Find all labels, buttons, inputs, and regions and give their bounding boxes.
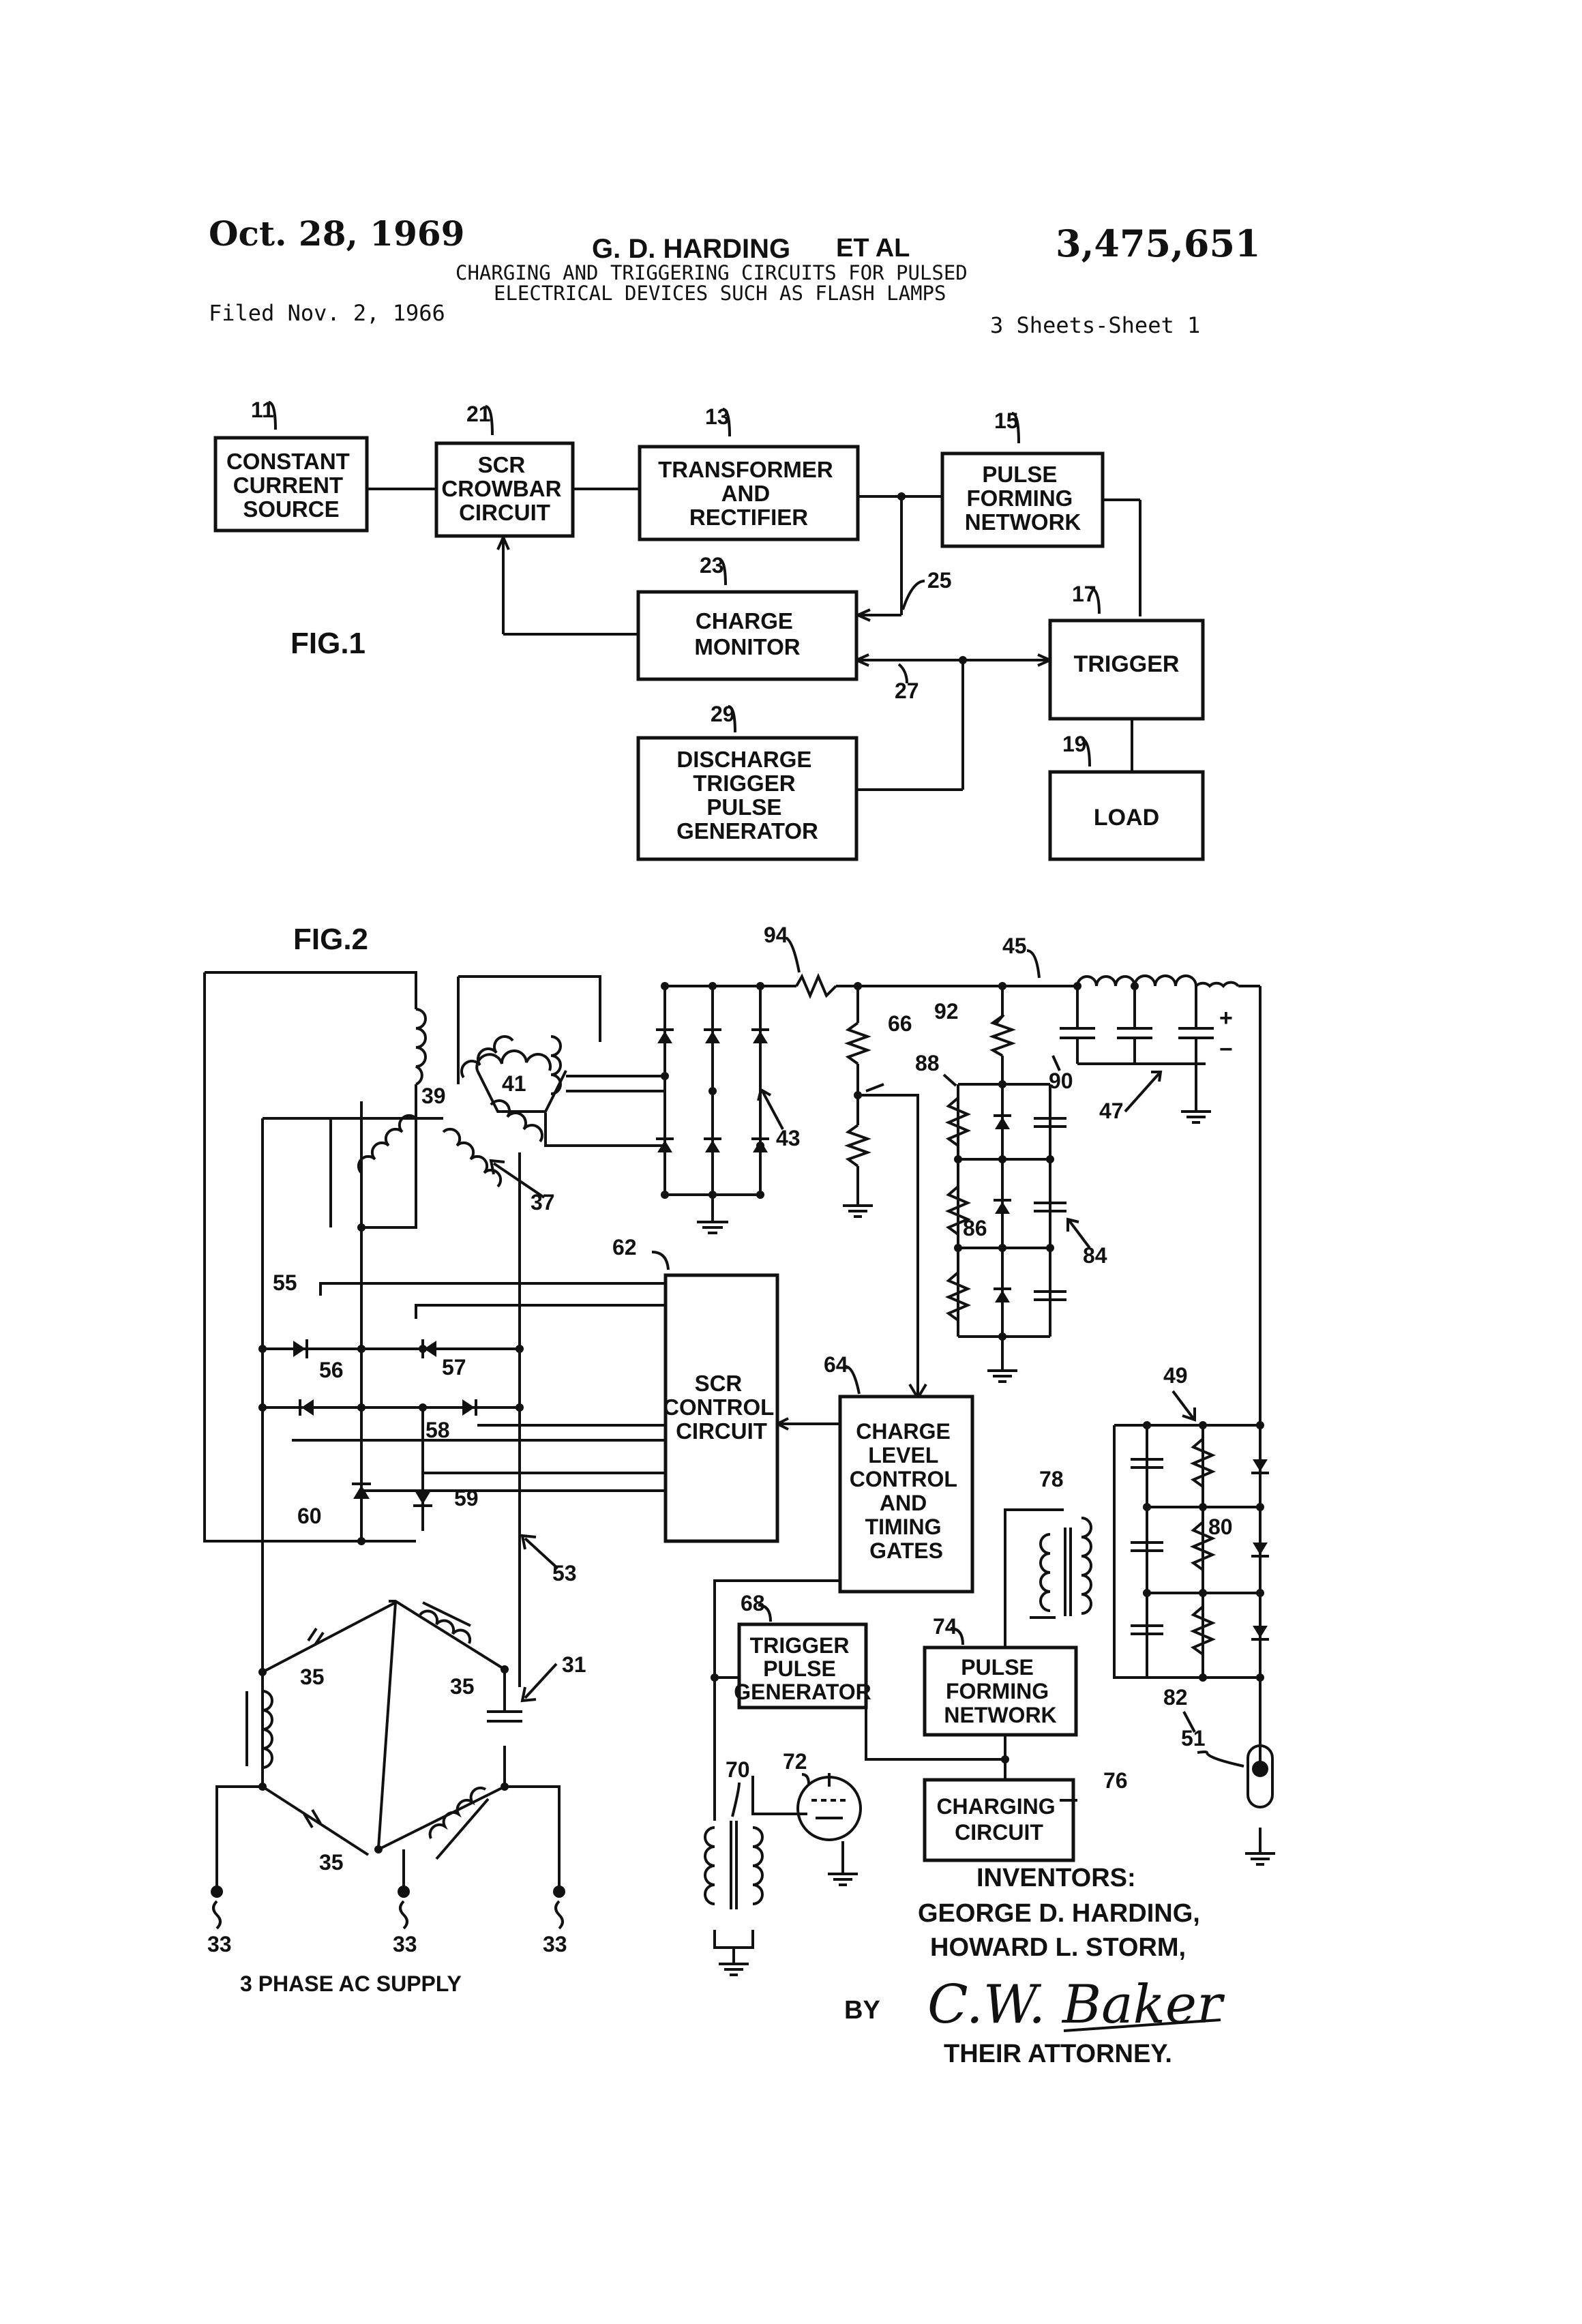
load-label: LOAD — [1094, 805, 1159, 831]
inventor-2: HOWARD L. STORM, — [930, 1933, 1186, 1962]
fig1-label: FIG.1 — [290, 627, 365, 660]
svg-text:78: 78 — [1039, 1467, 1064, 1491]
svg-text:84: 84 — [1083, 1243, 1107, 1268]
inductor-45-b — [1135, 976, 1196, 986]
inventor-name: G. D. HARDING — [592, 234, 790, 264]
svg-text:90: 90 — [1049, 1069, 1073, 1093]
svg-text:57: 57 — [442, 1355, 466, 1380]
inductor-35-top — [420, 1611, 470, 1643]
filed-date: Filed Nov. 2, 1966 — [209, 300, 445, 326]
svg-text:59: 59 — [454, 1486, 479, 1510]
svg-text:58: 58 — [426, 1418, 450, 1442]
patent-date: Oct. 28, 1969 — [209, 213, 464, 254]
fig2-label: FIG.2 — [293, 923, 368, 956]
resistor-66-upper — [848, 1023, 867, 1064]
charge-monitor-label: CHARGE MONITOR — [694, 608, 800, 659]
svg-text:43: 43 — [776, 1126, 801, 1150]
resistor-94 — [796, 977, 836, 996]
svg-text:29: 29 — [711, 702, 735, 726]
svg-text:68: 68 — [741, 1591, 765, 1615]
svg-text:62: 62 — [612, 1235, 637, 1260]
primary-coil-left — [359, 1116, 416, 1173]
svg-text:11: 11 — [251, 398, 274, 422]
discharge-trigger-label: DISCHARGE TRIGGER PULSE GENERATOR — [676, 747, 818, 844]
svg-text:41: 41 — [502, 1071, 526, 1096]
svg-text:37: 37 — [531, 1190, 555, 1215]
resistor-66-lower — [848, 1125, 867, 1166]
svg-text:70: 70 — [726, 1757, 750, 1782]
svg-text:35: 35 — [319, 1850, 344, 1875]
delta-coil-c — [491, 1101, 542, 1142]
svg-text:19: 19 — [1062, 732, 1087, 756]
svg-text:47: 47 — [1099, 1099, 1124, 1123]
svg-text:33: 33 — [543, 1932, 567, 1956]
attorney-label: THEIR ATTORNEY. — [944, 2040, 1172, 2068]
svg-text:31: 31 — [562, 1652, 586, 1677]
svg-text:88: 88 — [915, 1051, 940, 1075]
svg-text:45: 45 — [1002, 934, 1027, 958]
three-phase-supply-label: 3 PHASE AC SUPPLY — [240, 1971, 462, 1996]
svg-text:86: 86 — [963, 1216, 987, 1240]
svg-text:+: + — [1219, 1005, 1233, 1031]
svg-text:25: 25 — [927, 568, 952, 593]
svg-text:17: 17 — [1072, 582, 1096, 606]
vacuum-tube-72 — [798, 1773, 861, 1840]
svg-text:21: 21 — [466, 402, 491, 426]
svg-text:60: 60 — [297, 1504, 322, 1528]
primary-coil-right — [443, 1129, 501, 1187]
transformer-78-secondary — [1081, 1518, 1091, 1613]
svg-text:33: 33 — [207, 1932, 232, 1956]
inventors-heading: INVENTORS: — [976, 1864, 1136, 1892]
title-line-2: ELECTRICAL DEVICES SUCH AS FLASH LAMPS — [494, 282, 946, 305]
svg-text:33: 33 — [393, 1932, 417, 1956]
svg-text:49: 49 — [1163, 1363, 1188, 1388]
svg-text:−: − — [1219, 1037, 1233, 1062]
header: Oct. 28, 1969 G. D. HARDING ET AL 3,475,… — [209, 213, 1261, 338]
constant-current-source-label: CONSTANT CURRENT SOURCE — [226, 449, 356, 522]
et-al: ET AL — [836, 234, 910, 263]
svg-text:13: 13 — [705, 404, 730, 429]
primary-coil-top — [416, 1009, 426, 1084]
svg-text:80: 80 — [1208, 1515, 1233, 1539]
transformer-70-primary — [705, 1828, 715, 1904]
svg-text:15: 15 — [994, 408, 1019, 433]
svg-text:55: 55 — [273, 1270, 297, 1295]
inventors-block: INVENTORS: GEORGE D. HARDING, HOWARD L. … — [844, 1864, 1225, 2068]
title-line-1: CHARGING AND TRIGGERING CIRCUITS FOR PUL… — [456, 261, 968, 284]
figure-2-schematic: FIG.2 — [205, 923, 1275, 1996]
sheet-count: 3 Sheets-Sheet 1 — [990, 312, 1200, 338]
svg-text:92: 92 — [934, 999, 959, 1024]
svg-text:56: 56 — [319, 1358, 344, 1382]
inductor-45-a — [1077, 977, 1135, 986]
svg-text:66: 66 — [888, 1011, 912, 1036]
svg-text:94: 94 — [764, 923, 788, 947]
svg-text:35: 35 — [300, 1665, 325, 1689]
svg-text:76: 76 — [1103, 1768, 1128, 1793]
figure-1-block-diagram: CONSTANT CURRENT SOURCE SCR CROWBAR CIRC… — [215, 398, 1203, 859]
transformer-70-secondary — [753, 1828, 762, 1904]
svg-text:23: 23 — [700, 553, 724, 578]
svg-text:74: 74 — [933, 1614, 957, 1639]
inventor-1: GEORGE D. HARDING, — [918, 1899, 1200, 1928]
svg-text:82: 82 — [1163, 1685, 1188, 1710]
svg-text:72: 72 — [783, 1749, 807, 1774]
svg-text:53: 53 — [552, 1561, 577, 1585]
inductor-35-left — [263, 1691, 272, 1768]
transformer-78-primary — [1041, 1534, 1050, 1611]
inductor-45-c — [1196, 983, 1238, 986]
attorney-signature: C.W. Baker — [927, 1974, 1225, 2036]
svg-text:64: 64 — [824, 1352, 848, 1377]
trigger-label: TRIGGER — [1074, 651, 1180, 677]
patent-number: 3,475,651 — [1056, 222, 1261, 265]
svg-text:39: 39 — [421, 1084, 446, 1108]
by-label: BY — [844, 1996, 880, 2025]
svg-text:35: 35 — [450, 1674, 475, 1699]
